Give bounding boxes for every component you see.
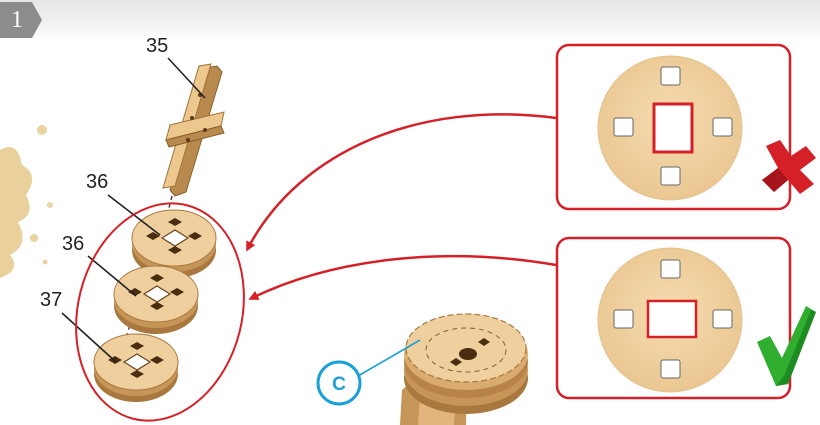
part-label-35: 35 <box>146 35 168 57</box>
disc-36-top <box>131 209 217 278</box>
glue-splatter <box>0 125 53 278</box>
wrong-center-slot <box>652 102 694 154</box>
callout-c-label: C <box>332 374 346 395</box>
callout-c-leader <box>357 339 421 377</box>
correct-center-slot <box>646 299 698 339</box>
disc-group-outline <box>75 202 245 422</box>
subassembly-c <box>400 313 528 425</box>
green-check-icon <box>757 306 816 386</box>
arrow-from-correct-panel <box>248 254 557 300</box>
part-label-36-middle: 36 <box>62 233 84 255</box>
gear-disc-stack <box>404 313 528 414</box>
callout-c-circle <box>316 360 362 406</box>
header-band <box>0 0 820 42</box>
part-35-shaft <box>162 63 225 197</box>
disc-37-bottom <box>93 333 179 402</box>
red-cross-icon <box>762 140 816 194</box>
panel-wrong-orientation <box>555 43 816 211</box>
part-label-37: 37 <box>40 289 62 311</box>
step-badge: 1 <box>0 2 44 38</box>
panel-correct-orientation <box>555 236 816 400</box>
arrow-from-wrong-panel <box>246 113 557 252</box>
disc-36-middle <box>113 265 199 334</box>
step-badge-shape <box>0 2 42 38</box>
part-label-36-top: 36 <box>86 171 108 193</box>
step-number: 1 <box>11 7 23 33</box>
